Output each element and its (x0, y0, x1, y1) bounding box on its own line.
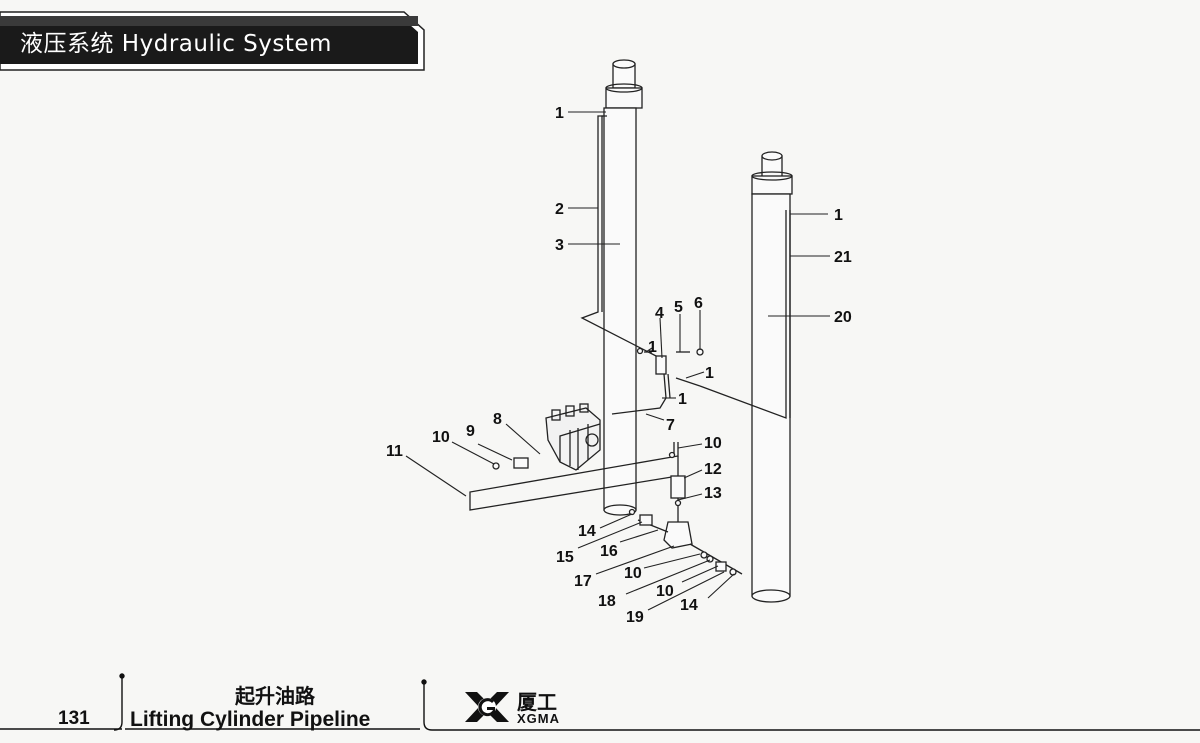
callout-label: 14 (680, 597, 698, 614)
left-lift-cylinder (603, 59, 643, 516)
callout-label: 20 (834, 309, 852, 326)
brand-name-cn: 厦工 (517, 690, 557, 714)
callout-label: 10 (656, 583, 674, 600)
callout-label: 3 (555, 237, 564, 254)
multi-way-valve (545, 403, 601, 471)
callout-label: 21 (834, 249, 852, 266)
header-banner (0, 11, 425, 71)
callout-label: 17 (574, 573, 592, 590)
callout-label: 8 (493, 411, 502, 428)
callout-label: 15 (556, 549, 574, 566)
xgma-logo-icon (465, 692, 509, 722)
callout-label: 1 (678, 391, 687, 408)
callout-label: 2 (555, 201, 564, 218)
lifting-cylinder-diagram: 1 2 3 1 21 20 4 5 6 1 1 1 7 8 9 10 11 10… (386, 59, 852, 626)
callout-label: 14 (578, 523, 596, 540)
callout-label: 16 (600, 543, 618, 560)
footer-title-cn: 起升油路 (235, 684, 315, 708)
callout-label: 10 (704, 435, 722, 452)
page-number: 131 (58, 708, 90, 729)
callout-label: 10 (624, 565, 642, 582)
callout-label: 11 (386, 443, 403, 460)
callout-label: 10 (432, 429, 450, 446)
callout-label: 1 (705, 365, 714, 382)
footer-rules (0, 673, 1200, 731)
callout-label: 18 (598, 593, 616, 610)
callout-label: 1 (648, 339, 657, 356)
brand-name-en: XGMA (517, 711, 560, 726)
callout-label: 1 (834, 207, 843, 224)
callout-label: 13 (704, 485, 722, 502)
callout-label: 5 (674, 299, 683, 316)
callout-label: 19 (626, 609, 644, 626)
callout-label: 7 (666, 417, 675, 434)
callout-label: 9 (466, 423, 475, 440)
footer-title-en: Lifting Cylinder Pipeline (130, 708, 371, 731)
callout-label: 4 (655, 305, 664, 322)
header-title: 液压系统 Hydraulic System (20, 31, 332, 57)
callout-label: 1 (555, 105, 564, 122)
callout-label: 12 (704, 461, 722, 478)
callout-label: 6 (694, 295, 703, 312)
right-lift-cylinder (751, 151, 793, 603)
